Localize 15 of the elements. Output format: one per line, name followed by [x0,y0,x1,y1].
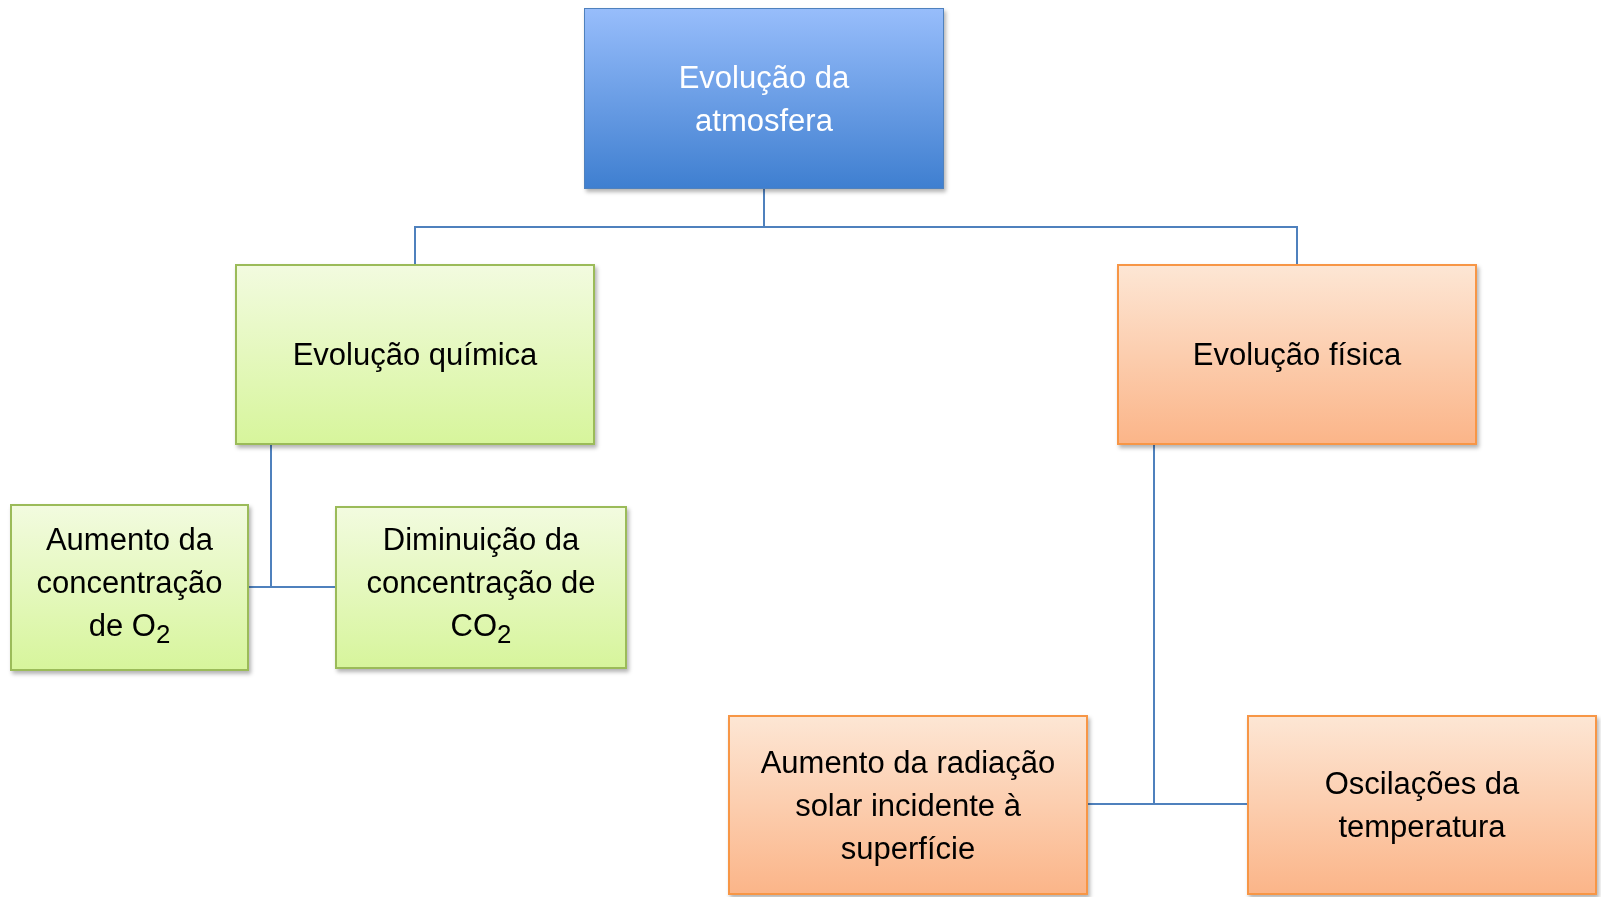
concept-box [235,264,595,445]
box-label: Evolução química [292,336,538,374]
box-label: Oscilações da temperatura [1323,765,1521,846]
concept-box [10,504,249,671]
concept-box [584,8,944,189]
box-label: Aumento da concentração de O$_{2}$ [35,521,224,651]
box-label: Diminuição da concentração de CO$_{2}$ [365,521,597,651]
box-label: Aumento da radiação solar incidente à superfície [759,743,1057,868]
concept-box [1247,715,1597,895]
concept-box [728,715,1088,895]
concept-box [1117,264,1477,445]
box-label: Evolução física [1192,336,1402,374]
connector-line [270,444,336,588]
box-label: Evolução da atmosfera [677,58,851,140]
concept-box [335,506,627,669]
